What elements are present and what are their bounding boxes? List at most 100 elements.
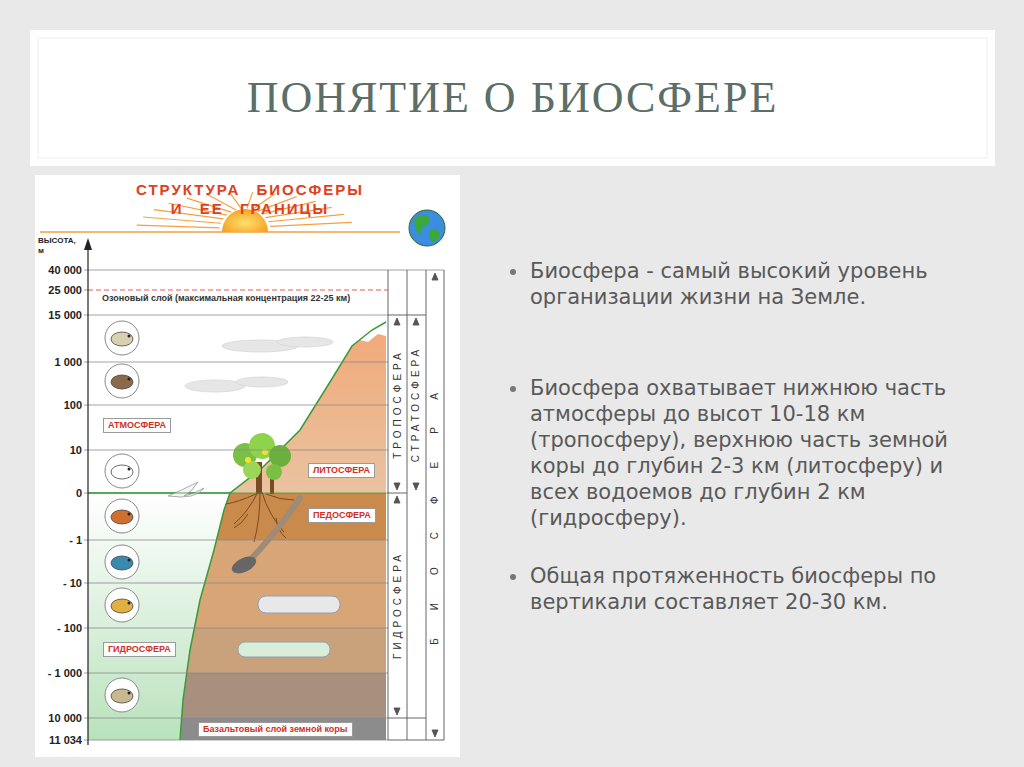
sphere-label-box: ПЕДОСФЕРА [308,508,376,523]
height-value: 1 000 [32,355,82,369]
organism-circle [105,545,139,579]
organism-eye [128,559,131,562]
level-line [88,450,388,451]
height-value: - 1 [32,533,82,547]
water-lenses-part [238,642,330,657]
clouds [185,337,333,392]
tree-part [269,445,291,467]
height-value: - 100 [32,621,82,635]
level-line [88,290,388,291]
node-text: ПЕДОСФЕРА [313,510,371,520]
organism-circle [105,321,139,355]
organism-circle [105,678,139,712]
globe-icon-part [409,210,445,246]
soil-layers [170,493,390,742]
flying-bird-part [168,482,204,497]
layer-name: ГИДРОСФЕРА [392,549,404,661]
slide-title: ПОНЯТИЕ О БИОСФЕРЕ [30,70,995,126]
bracket-line [388,315,426,316]
tree-part [266,464,282,480]
level-line [88,718,388,719]
height-value: 40 000 [32,263,82,277]
mole-burrow [229,498,300,577]
diagram-ground [35,175,460,757]
bullet-dot [510,386,516,392]
bracket-line [388,493,407,494]
organism-circle [105,588,139,622]
height-axis-part [84,238,92,250]
level-line [88,628,388,629]
soil-layers-part [170,718,390,742]
node-text: ГИДРОСФЕРА [108,644,171,654]
height-value: 15 000 [32,308,82,322]
organism-figure [111,510,133,524]
mole-burrow-part [229,553,258,577]
biosphere-name: БИОСФЕРА [429,363,441,647]
level-line [88,493,388,494]
sun-ray [143,217,221,223]
organism-eye [128,378,131,381]
mole-burrow-part [252,498,300,558]
level-line [88,405,388,406]
height-value: 100 [32,398,82,412]
water-lenses [238,596,340,657]
tree-part [245,457,251,463]
height-axis-part [87,244,88,745]
bracket-arrow [394,318,400,325]
sun-ray [270,222,352,226]
bracket-arrow [394,496,400,503]
title-box [30,30,995,166]
height-value: 10 [32,443,82,457]
basalt-layer-box: Базальтовый слой земной коры [198,722,353,737]
organism-figure [111,599,133,613]
bracket-line [407,270,408,740]
diagram-heading: СТРУКТУРА БИОСФЕРЫ И ЕЕ ГРАНИЦЫ [125,180,375,218]
sphere-label-box: ГИДРОСФЕРА [103,642,176,657]
bracket-line [426,270,427,740]
level-line [88,540,388,541]
bracket-arrow [413,318,419,325]
bullet-dot [510,574,516,580]
organism-figure [111,375,133,389]
height-axis [84,238,92,745]
bracket-arrow [432,273,438,280]
clouds-part [277,337,333,347]
soil-layers-part [170,493,390,540]
bullet-text: Общая протяженность биосферы по вертикал… [530,563,960,615]
organism-eye [128,468,131,471]
level-line [88,362,388,363]
flying-bird [168,482,204,497]
organism-figure [111,332,133,346]
soil-layers-part [170,628,390,673]
sun-ray [137,225,220,228]
level-line [88,315,388,316]
organism-eye [128,602,131,605]
water-lenses-part [258,596,340,613]
bullet-text: Биосфера охватывает нижнюю часть атмосфе… [530,375,960,531]
soil-layers-part [170,673,390,718]
sphere-label-box: ЛИТОСФЕРА [308,463,375,478]
height-value: - 1 000 [32,666,82,680]
land [88,322,390,742]
level-line [88,583,388,584]
organism-eye [128,513,131,516]
globe-icon-part [414,215,440,242]
level-line [88,673,388,674]
organism-figure [111,465,133,479]
bracket-line [444,270,445,740]
bracket-arrow [413,483,419,490]
bullet-dot [510,269,516,275]
layer-name: ТРОПОСФЕРА [392,347,404,460]
tree-part [243,461,261,479]
soil-layers-part [170,540,390,628]
axis-title: ВЫСОТА, м [38,236,82,256]
node-text: Базальтовый слой земной коры [203,724,348,734]
organism-figure [111,689,133,703]
bracket-arrow [432,730,438,737]
level-line [88,740,388,741]
organism-circle [105,499,139,533]
sun-part [40,231,400,233]
level-line [88,270,444,271]
bullet-text: Биосфера - самый высокий уровень организ… [530,258,960,310]
